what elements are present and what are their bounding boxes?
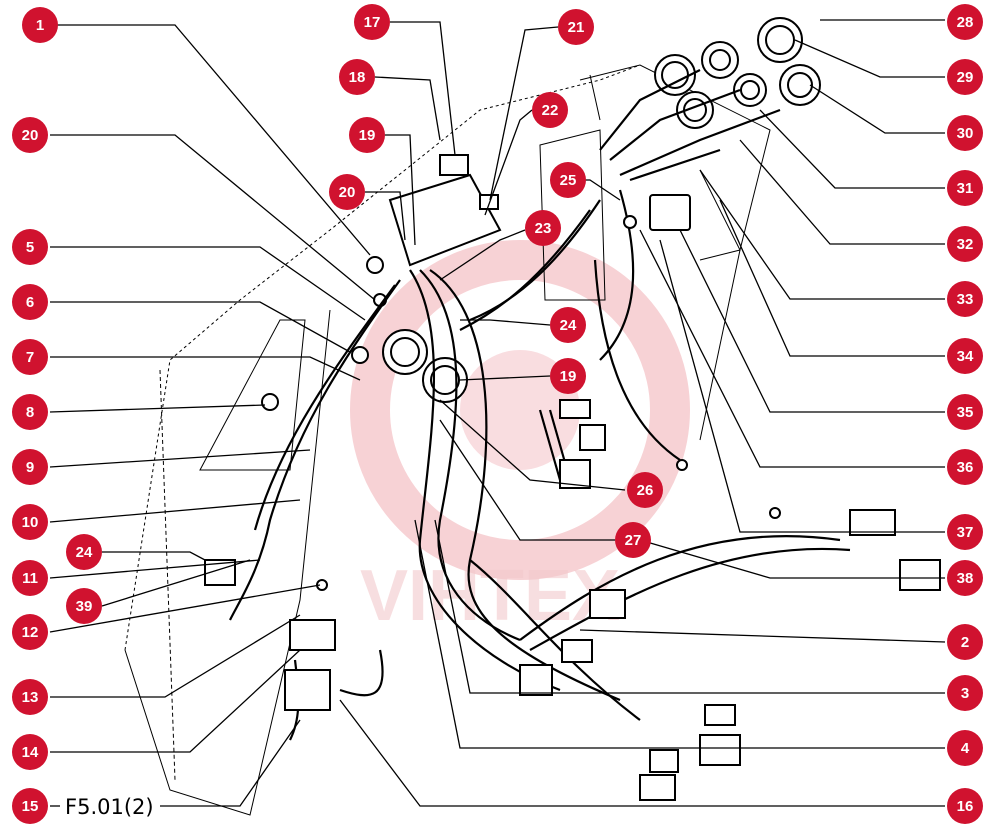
callout: 39 [66,588,102,624]
svg-text:32: 32 [957,236,974,253]
svg-text:31: 31 [957,180,974,197]
callout: 5 [12,229,48,265]
callout: 21 [558,9,594,45]
callout: 24 [550,307,586,343]
svg-text:6: 6 [26,294,34,311]
svg-text:33: 33 [957,291,974,308]
callout: 4 [947,730,983,766]
svg-text:21: 21 [568,19,585,36]
callout: 26 [627,472,663,508]
svg-text:11: 11 [22,570,38,587]
callout: 29 [947,59,983,95]
callout: 20 [329,174,365,210]
svg-text:1: 1 [36,17,44,34]
reference-code: F5.01(2) [65,795,154,819]
callout: 19 [349,117,385,153]
callout: 17 [354,4,390,40]
svg-text:38: 38 [957,570,974,587]
svg-text:18: 18 [349,69,366,86]
callout: 24 [66,534,102,570]
callout: 33 [947,281,983,317]
svg-text:15: 15 [22,798,39,815]
callout: 15 [12,788,48,824]
callout: 34 [947,338,983,374]
svg-text:35: 35 [957,404,974,421]
callout: 19 [550,358,586,394]
svg-text:12: 12 [22,624,39,641]
callout: 27 [615,522,651,558]
callout: 10 [12,504,48,540]
callout: 28 [947,4,983,40]
wire-harness [229,69,851,741]
svg-text:25: 25 [560,172,577,189]
callout: 35 [947,394,983,430]
callout: 37 [947,514,983,550]
svg-text:39: 39 [76,598,93,615]
svg-text:14: 14 [22,744,39,761]
callout: 9 [12,449,48,485]
connectors [204,215,941,801]
callout: 20 [12,117,48,153]
callout: 7 [12,339,48,375]
svg-text:8: 8 [26,404,34,421]
svg-text:16: 16 [957,798,974,815]
svg-text:4: 4 [961,740,970,757]
svg-text:20: 20 [22,127,39,144]
svg-text:36: 36 [957,459,974,476]
svg-text:9: 9 [26,459,34,476]
svg-text:20: 20 [339,184,356,201]
callout: 3 [947,675,983,711]
instrument-cluster [649,17,821,231]
svg-text:19: 19 [560,368,577,385]
dashboard-outline [124,64,771,816]
callout: 31 [947,170,983,206]
watermark: VIHTEX [350,240,690,636]
callout: 18 [339,59,375,95]
callouts: 1 20 5 6 7 8 9 10 24 11 39 12 13 14 15 1… [12,4,983,824]
svg-text:29: 29 [957,69,974,86]
svg-text:13: 13 [22,689,39,706]
svg-text:5: 5 [26,239,34,256]
svg-text:19: 19 [359,127,376,144]
callout: 8 [12,394,48,430]
leader-lines [49,19,946,807]
svg-text:30: 30 [957,125,974,142]
callout: 30 [947,115,983,151]
callout: 16 [947,788,983,824]
callout: 36 [947,449,983,485]
svg-text:2: 2 [961,634,969,651]
callout: 25 [550,162,586,198]
callout: 13 [12,679,48,715]
callout: 38 [947,560,983,596]
svg-text:28: 28 [957,14,974,31]
callout: 2 [947,624,983,660]
svg-text:7: 7 [26,349,34,366]
callout: 11 [12,560,48,596]
callout: 1 [22,7,58,43]
svg-text:3: 3 [961,685,969,702]
svg-text:37: 37 [957,524,974,541]
svg-text:22: 22 [542,102,559,119]
callout: 23 [525,210,561,246]
svg-text:24: 24 [560,317,577,334]
svg-text:24: 24 [76,544,93,561]
callout: 14 [12,734,48,770]
svg-text:23: 23 [535,220,552,237]
svg-text:34: 34 [957,348,974,365]
svg-text:26: 26 [637,482,654,499]
callout: 32 [947,226,983,262]
svg-text:10: 10 [22,514,39,531]
relay-box [366,154,502,307]
svg-text:17: 17 [364,14,381,31]
callout: 6 [12,284,48,320]
callout: 12 [12,614,48,650]
svg-text:27: 27 [625,532,642,549]
callout: 22 [532,92,568,128]
